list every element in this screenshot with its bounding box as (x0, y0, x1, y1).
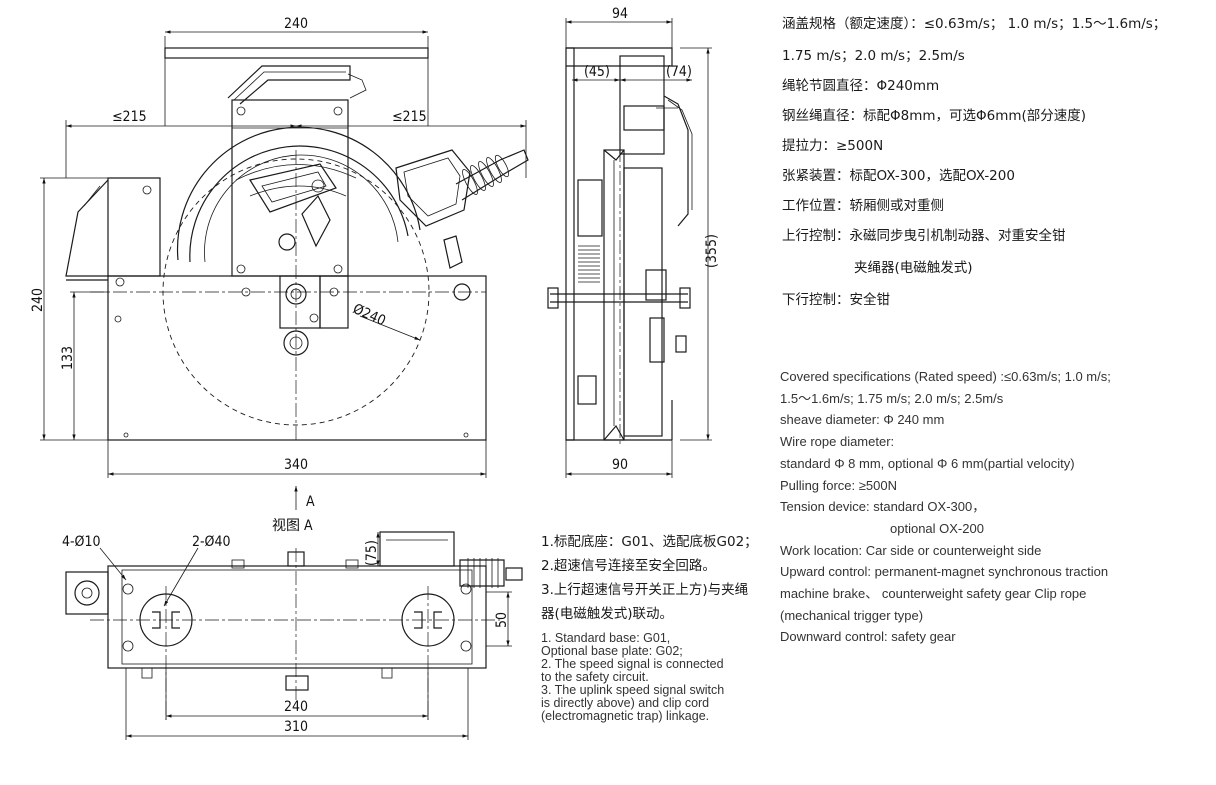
spec-cn-line: 提拉力：≥500N (782, 138, 884, 154)
view-arrow-label: A (306, 494, 315, 510)
spec-cn-line: 张紧装置：标配OX-300，选配OX-200 (782, 168, 1015, 184)
note-en-line: to the safety circuit. (541, 670, 649, 684)
dim-plan-hole-span: 240 (284, 699, 308, 715)
spec-cn-line: 绳轮节圆直径：Φ240mm (782, 78, 940, 94)
note-cn-line: 3.上行超速信号开关正上方)与夹绳 (541, 582, 749, 598)
spec-en-line: optional OX-200 (890, 520, 984, 536)
dim-side-width: 94 (612, 6, 628, 22)
notes-en-block: 1. Standard base: G01, Optional base pla… (541, 632, 724, 723)
note-cn-line: 1.标配底座：G01、选配底板G02； (541, 534, 758, 550)
spec-en-block: Covered specifications (Rated speed) :≤0… (780, 366, 1212, 648)
dim-side-base: 90 (612, 457, 628, 473)
spec-en-line: Work location: Car side or counterweight… (780, 542, 1042, 558)
dim-hole-small: 4-Ø10 (62, 534, 101, 550)
dim-hole-large: 2-Ø40 (192, 534, 231, 550)
front-view: 240 ≤215 ≤215 (30, 16, 529, 534)
note-en-line: is directly above) and clip cord (541, 696, 710, 710)
spec-en-line: standard Φ 8 mm, optional Φ 6 mm(partial… (780, 455, 1075, 471)
spec-en-line: Downward control: safety gear (780, 629, 956, 645)
dim-right-reach: ≤215 (392, 109, 427, 125)
spec-cn-line: 夹绳器(电磁触发式) (854, 260, 973, 276)
spec-cn-line: 上行控制：永磁同步曳引机制动器、对重安全钳 (782, 228, 1066, 244)
note-cn-line: 2.超速信号连接至安全回路。 (541, 558, 716, 574)
dim-height: 240 (30, 288, 46, 312)
spec-en-line: 1.5～1.6m/s; 1.75 m/s; 2.0 m/s; 2.5m/s (780, 390, 1004, 406)
dim-left-reach: ≤215 (112, 109, 147, 125)
spec-cn-line: 涵盖规格（额定速度）：≤0.63m/s； 1.0 m/s；1.5～1.6m/s； (782, 16, 1167, 32)
note-cn-line: 器(电磁触发式)联动。 (541, 606, 674, 622)
dim-base-length: 340 (284, 457, 308, 473)
note-en-line: 1. Standard base: G01, (541, 631, 671, 645)
spec-en-line: Covered specifications (Rated speed) :≤0… (780, 369, 1111, 384)
dim-offset-right: (74) (666, 64, 692, 80)
side-view: 94 (45) (74) (547, 6, 720, 478)
note-en-line: (electromagnetic trap) linkage. (541, 709, 710, 723)
spec-en-line: Pulling force: ≥500N (780, 477, 897, 493)
dim-plan-width: 50 (494, 612, 510, 628)
spec-cn-line: 工作位置：轿厢侧或对重侧 (782, 198, 944, 214)
spec-en-line: (mechanical trigger type) (780, 607, 924, 623)
dim-plan-length: 310 (284, 719, 308, 735)
spec-cn-line: 下行控制：安全钳 (782, 292, 890, 308)
dim-offset-left: (45) (584, 64, 610, 80)
note-en-line: 2. The speed signal is connected (541, 657, 724, 671)
spec-en-line: Wire rope diameter: (780, 434, 895, 450)
plan-view: 4-Ø10 2-Ø40 (62, 531, 523, 740)
spec-en-line: machine brake、 counterweight safety gear… (780, 586, 1087, 602)
dim-plan-offset: (75) (364, 540, 380, 566)
dim-side-height: (355) (704, 234, 720, 268)
spec-cn-line: 1.75 m/s；2.0 m/s；2.5m/s (782, 48, 965, 64)
spec-cn-line: 钢丝绳直径：标配Φ8mm，可选Φ6mm(部分速度) (782, 108, 1087, 124)
spec-en-line: sheave diameter: Φ 240 mm (780, 412, 945, 428)
note-en-line: 3. The uplink speed signal switch (541, 683, 725, 697)
dim-axis-height: 133 (60, 346, 76, 370)
view-a-label: 视图 A (272, 518, 313, 534)
dim-sheave-diameter: Ø240 (350, 301, 388, 329)
note-en-line: Optional base plate: G02; (541, 644, 683, 658)
spec-en-line: Upward control: permanent-magnet synchro… (780, 564, 1109, 580)
dim-top-width: 240 (284, 16, 308, 32)
spec-en-line: Tension device: standard OX-300， (780, 499, 986, 515)
